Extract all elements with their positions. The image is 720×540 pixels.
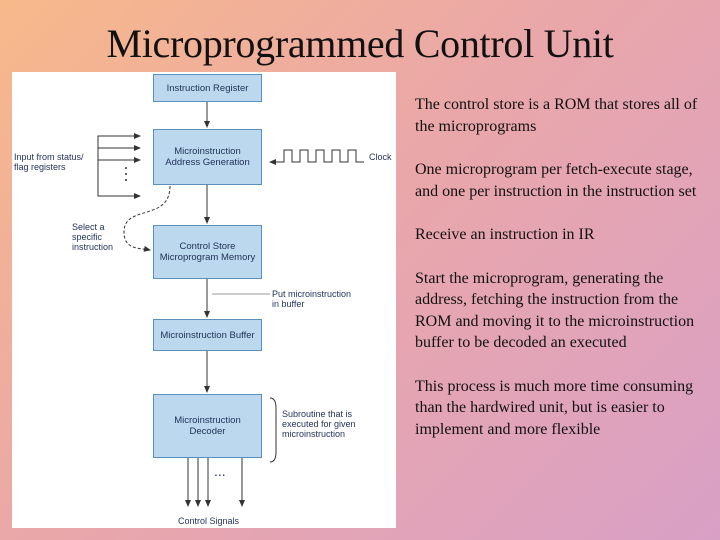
input-status-label: Input from status/ flag registers [14, 152, 84, 172]
put-microinstruction-label: Put microinstruction in buffer [272, 289, 352, 309]
select-label: Select a specific instruction [72, 222, 114, 252]
decoder-box: Microinstruction Decoder [153, 394, 262, 458]
status-vertical-dots [125, 167, 127, 181]
clock-label: Clock [369, 152, 392, 162]
bullet-1: The control store is a ROM that stores a… [415, 96, 698, 135]
bullet-4: Start the microprogram, generating the a… [415, 269, 695, 352]
microinstruction-buffer-box: Microinstruction Buffer [153, 319, 262, 351]
bullet-3: Receive an instruction in IR [415, 226, 595, 243]
instruction-register-box: Instruction Register [153, 74, 262, 102]
subroutine-bracket [269, 397, 277, 463]
subroutine-label: Subroutine that is executed for given mi… [282, 409, 356, 439]
bullet-5: This process is much more time consuming… [415, 377, 694, 438]
control-unit-diagram: Instruction Register Microinstruction Ad… [12, 72, 396, 528]
decoder-label: Microinstruction Decoder [174, 415, 241, 437]
status-input-lines [97, 133, 141, 199]
explanation-text: The control store is a ROM that stores a… [415, 94, 711, 462]
control-store-label: Control Store Microprogram Memory [159, 241, 256, 263]
slide-title: Microprogrammed Control Unit [106, 21, 614, 66]
bullet-2: One microprogram per fetch-execute stage… [415, 161, 697, 200]
control-store-box: Control Store Microprogram Memory [153, 225, 262, 279]
clock-waveform [276, 149, 364, 163]
select-dashed-path [123, 185, 171, 252]
diagram-connectors [97, 101, 364, 507]
control-signal-arrows [185, 458, 245, 507]
control-signal-ellipsis: ... [214, 463, 226, 479]
address-generation-box: Microinstruction Address Generation [153, 129, 262, 185]
control-signals-label: Control Signals [178, 516, 240, 526]
address-generation-label: Microinstruction Address Generation [165, 146, 250, 168]
